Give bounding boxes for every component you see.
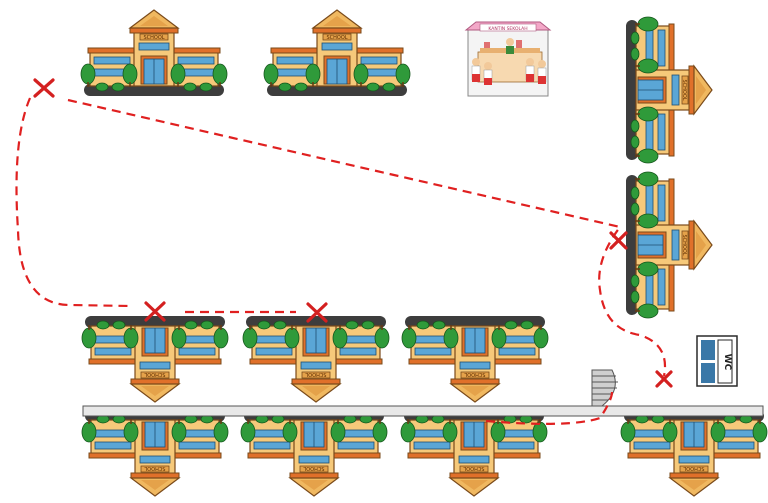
school-sign: SCHOOL <box>681 79 687 100</box>
school-sign: SCHOOL <box>305 371 326 377</box>
x-marker-middle-1 <box>144 301 166 322</box>
x-marker-right <box>609 231 628 250</box>
school-building-bottom-1: SCHOOL <box>81 409 229 497</box>
x-marker-top-left <box>33 78 55 98</box>
school-sign: SCHOOL <box>326 35 347 41</box>
school-building-top-1: SCHOOL <box>80 9 228 97</box>
school-building-top-2: SCHOOL <box>263 9 411 97</box>
x-marker-middle-2 <box>306 302 328 323</box>
school-building-bottom-3: SCHOOL <box>400 409 548 497</box>
school-building-bottom-4: SCHOOL <box>620 409 768 497</box>
school-building-bottom-2: SCHOOL <box>240 409 388 497</box>
school-building-mid-1: SCHOOL <box>81 315 229 403</box>
dashed-route-left <box>15 97 131 308</box>
school-building-right-1: SCHOOL <box>625 16 713 164</box>
school-building-mid-2: SCHOOL <box>242 315 390 403</box>
walkway <box>82 405 764 417</box>
school-buildings: SCHOOL SCHOOL SCHOOL SCHOOL SCHOOL SCHOO… <box>80 9 768 497</box>
dashed-route <box>67 98 667 377</box>
x-marker-near-toilet <box>655 370 673 388</box>
toilet-sign: WC <box>722 354 732 371</box>
canteen-sign: KANTIN SEKOLAH <box>488 26 527 32</box>
school-sign: SCHOOL <box>144 465 165 471</box>
school-sign: SCHOOL <box>463 465 484 471</box>
canteen-customers <box>471 38 547 85</box>
dashed-route-bottom <box>485 391 614 425</box>
school-sign: SCHOOL <box>303 465 324 471</box>
school-building-mid-3: SCHOOL <box>401 315 549 403</box>
toilet-wc: WC <box>696 335 738 387</box>
stairs <box>591 369 618 407</box>
school-sign: SCHOOL <box>681 234 687 255</box>
school-sign: SCHOOL <box>143 35 164 41</box>
school-sign: SCHOOL <box>683 465 704 471</box>
route-markers <box>33 78 673 388</box>
school-sign: SCHOOL <box>464 371 485 377</box>
school-sign: SCHOOL <box>144 371 165 377</box>
school-building-right-2: SCHOOL <box>625 171 713 319</box>
school-canteen: KANTIN SEKOLAH <box>464 21 552 97</box>
